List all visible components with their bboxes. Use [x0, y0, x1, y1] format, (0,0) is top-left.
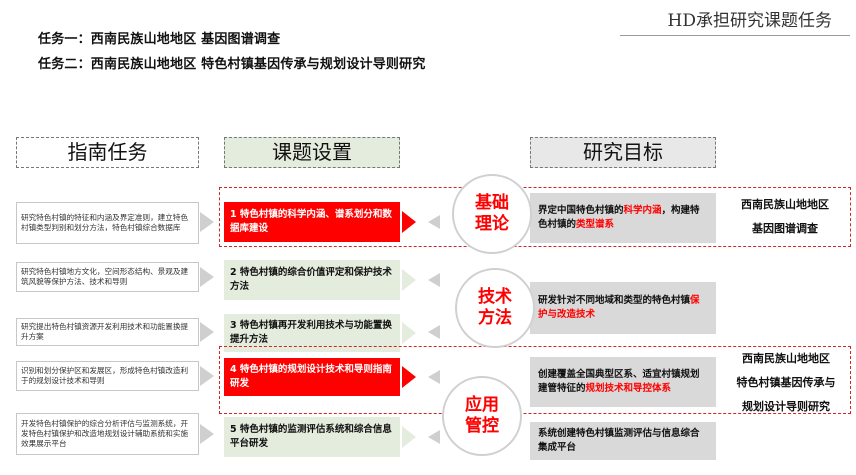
column-topic-header: 课题设置 [224, 137, 400, 168]
goal-text: 界定中国特色村镇的科学内涵，构建特色村镇的类型谱系 [538, 205, 700, 230]
title-rule [620, 35, 850, 36]
guide-item-text: 研究特色村镇的特征和内涵及界定准则，建立特色村镇类型判别和划分方法，特色村镇综合… [21, 213, 189, 232]
goal-text: 创建覆盖全国典型区系、适宜村镇规划建管特征的规划技术和导控体系 [538, 369, 700, 394]
slide-title: HD承担研究课题任务 [667, 11, 832, 31]
arrow-left-icon [428, 325, 440, 339]
arrow-right-icon [200, 322, 214, 342]
arrow-left-icon [428, 370, 440, 384]
arrow-right-icon [402, 322, 416, 344]
goal-item-1: 界定中国特色村镇的科学内涵，构建特色村镇的类型谱系 [530, 193, 716, 243]
guide-item-3: 研究提出特色村镇资源开发利用技术和功能置换提升方案 [16, 318, 199, 346]
guide-item-4: 识别和划分保护区和发展区，形成特色村镇改造利于的规划设计技术和导则 [16, 361, 199, 391]
column-guide-header: 指南任务 [16, 137, 199, 168]
guide-item-5: 开发特色村镇保护的综合分析评估与监测系统，开发特色村镇保护和改造地规划设计辅助系… [16, 413, 199, 455]
arrow-left-icon [428, 273, 440, 287]
goal-item-4: 系统创建特色村镇监测评估与信息综合集成平台 [530, 422, 716, 460]
circle-basic-theory: 基础理论 [452, 174, 532, 254]
arrow-right-icon [200, 424, 214, 444]
arrow-right-icon [200, 212, 214, 232]
highlight-frame-basic [219, 187, 851, 247]
arrow-right-icon [200, 366, 214, 386]
topic-item-3: 3 特色村镇再开发利用技术与功能置换提升方法 [224, 314, 400, 352]
guide-item-text: 开发特色村镇保护的综合分析评估与监测系统，开发特色村镇保护和改造地规划设计辅助系… [21, 419, 189, 448]
circle-technical-method: 技术方法 [455, 268, 535, 348]
topic-item-5: 5 特色村镇的监测评估系统和综合信息平台研发 [224, 417, 400, 457]
guide-item-text: 研究提出特色村镇资源开发利用技术和功能置换提升方案 [21, 322, 189, 341]
topic-text: 4 特色村镇的规划设计技术和导则指南研发 [230, 364, 392, 389]
guide-item-2: 研究特色村镇地方文化，空间形态结构、景观及建筑风貌等保护方法、技术和导则 [16, 262, 199, 292]
goal-item-2: 研发针对不同地域和类型的特色村镇保护与改造技术 [530, 282, 716, 334]
task-two: 任务二：西南民族山地地区 特色村镇基因传承与规划设计导则研究 [38, 57, 426, 72]
topic-item-4: 4 特色村镇的规划设计技术和导则指南研发 [224, 358, 400, 396]
topic-text: 2 特色村镇的综合价值评定和保护技术方法 [230, 267, 392, 292]
side-label-first: 西南民族山地地区 基因图谱调查 [741, 198, 829, 235]
guide-item-text: 识别和划分保护区和发展区，形成特色村镇改造利于的规划设计技术和导则 [21, 366, 189, 385]
task-one: 任务一：西南民族山地地区 基因图谱调查 [38, 32, 281, 47]
topic-item-2: 2 特色村镇的综合价值评定和保护技术方法 [224, 260, 400, 300]
topic-text: 5 特色村镇的监测评估系统和综合信息平台研发 [230, 424, 392, 449]
topic-item-1: 1 特色村镇的科学内涵、谱系划分和数据库建设 [224, 202, 400, 242]
arrow-right-icon [402, 426, 416, 448]
arrow-right-icon [402, 269, 416, 291]
arrow-left-icon [428, 215, 440, 229]
goal-text: 系统创建特色村镇监测评估与信息综合集成平台 [538, 428, 700, 453]
goal-text: 研发针对不同地域和类型的特色村镇保护与改造技术 [538, 295, 700, 320]
circle-application-control: 应用管控 [442, 376, 522, 456]
guide-item-1: 研究特色村镇的特征和内涵及界定准则，建立特色村镇类型判别和划分方法，特色村镇综合… [16, 202, 199, 244]
arrow-right-icon [200, 267, 214, 287]
highlight-frame-application [219, 346, 851, 414]
topic-text: 1 特色村镇的科学内涵、谱系划分和数据库建设 [230, 209, 392, 234]
arrow-left-icon [428, 430, 440, 444]
topic-text: 3 特色村镇再开发利用技术与功能置换提升方法 [230, 320, 392, 345]
goal-item-3: 创建覆盖全国典型区系、适宜村镇规划建管特征的规划技术和导控体系 [530, 357, 716, 407]
column-goal-header: 研究目标 [530, 137, 716, 168]
arrow-right-icon [402, 366, 416, 388]
guide-item-text: 研究特色村镇地方文化，空间形态结构、景观及建筑风貌等保护方法、技术和导则 [21, 267, 189, 286]
arrow-right-icon [402, 211, 416, 233]
side-label-second: 西南民族山地地区 特色村镇基因传承与 规划设计导则研究 [736, 352, 836, 413]
